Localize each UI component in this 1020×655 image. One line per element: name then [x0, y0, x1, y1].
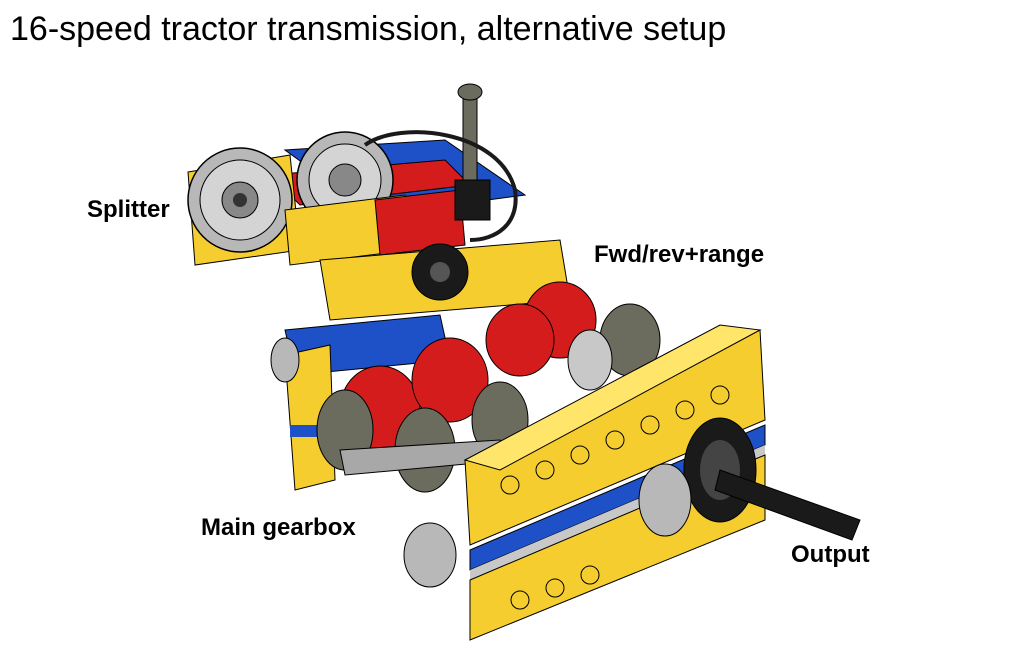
main-gearbox-assembly [270, 314, 861, 641]
page-title: 16-speed tractor transmission, alternati… [10, 10, 727, 48]
splitter-assembly [187, 83, 527, 266]
yellow-beam-front-top [463, 324, 762, 471]
range-gray-spacer [567, 329, 613, 391]
red-block-splitter [374, 189, 466, 256]
fwd-rev-range-assembly [319, 239, 661, 391]
label-output: Output [791, 541, 870, 568]
lower-gray-gear [403, 522, 457, 588]
label-main-gearbox: Main gearbox [201, 514, 356, 541]
output-gray-gear [638, 463, 692, 537]
splitter-gear-left [187, 147, 293, 253]
beam-holes [500, 385, 730, 610]
label-fwd-rev-range: Fwd/rev+range [594, 241, 765, 268]
shift-lever-knob [457, 83, 483, 101]
left-gray-gear [270, 337, 300, 383]
label-splitter: Splitter [87, 196, 170, 223]
output-axle [714, 469, 861, 541]
shift-lever-base [454, 179, 491, 221]
shift-cable [363, 130, 518, 242]
